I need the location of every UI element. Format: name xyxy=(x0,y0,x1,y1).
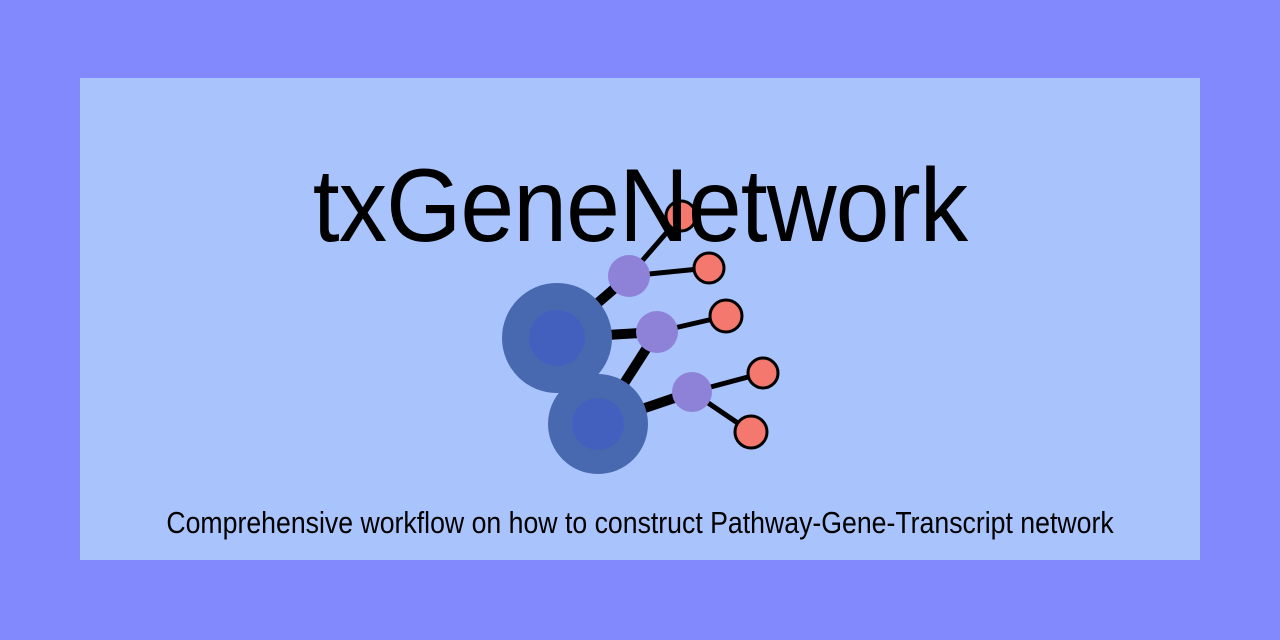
gene-node-2 xyxy=(636,311,678,353)
gene-node-group xyxy=(608,255,712,412)
transcript-node-1 xyxy=(664,199,698,233)
gene-node-3 xyxy=(672,372,712,412)
banner-panel: txGeneNetwork Comprehensive workflow on … xyxy=(80,78,1200,560)
transcript-node-2 xyxy=(692,251,726,285)
gene-node-1 xyxy=(608,255,650,297)
transcript-node-5 xyxy=(733,414,769,450)
pathway-node-group xyxy=(502,283,648,474)
transcript-node-group xyxy=(664,199,780,450)
transcript-node-4 xyxy=(746,356,780,390)
pathway-node-1-core xyxy=(529,310,585,366)
transcript-node-3 xyxy=(708,298,744,334)
banner-subtitle: Comprehensive workflow on how to constru… xyxy=(166,505,1114,540)
pathway-node-2-core xyxy=(572,398,624,450)
network-diagram xyxy=(502,199,780,474)
page-title: txGeneNetwork xyxy=(312,148,968,264)
